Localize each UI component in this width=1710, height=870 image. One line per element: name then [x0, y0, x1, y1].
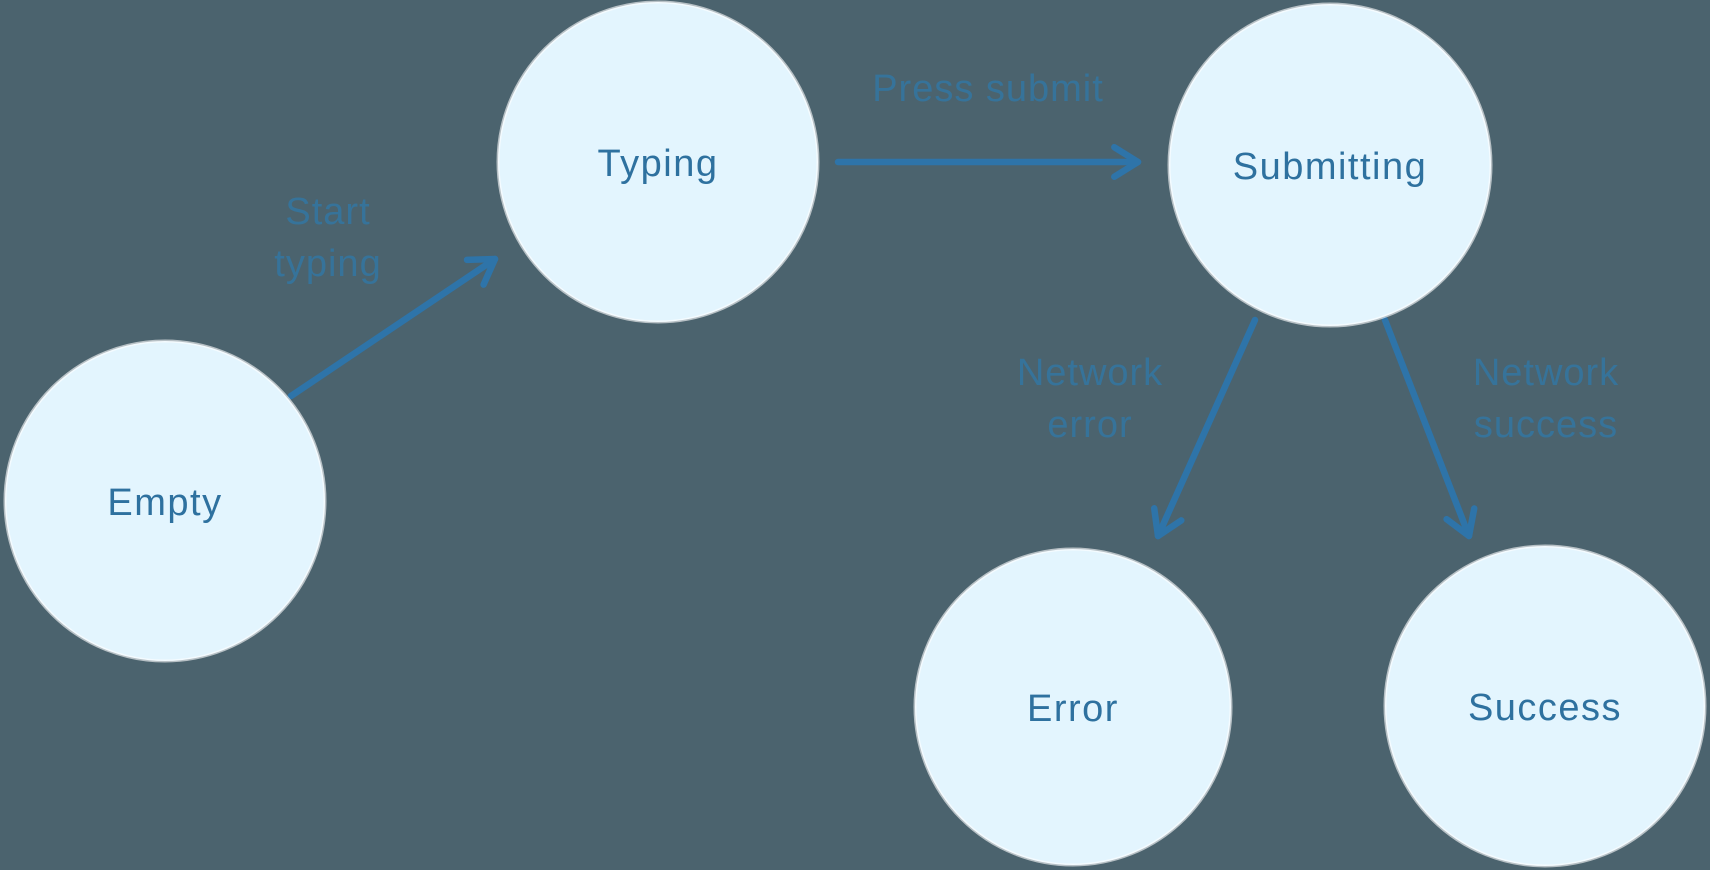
edge-label-line: Start — [285, 191, 370, 233]
edge-line-network-error — [1154, 316, 1259, 540]
edge-label-line: Network — [1473, 352, 1619, 394]
edge-arrowhead-icon-network-error — [1150, 505, 1185, 540]
edge-arrowhead-icon-press-submit — [1111, 143, 1142, 181]
state-node-label-error: Error — [1027, 688, 1119, 730]
edge-label-line: Network — [1017, 352, 1163, 394]
edge-label-network-success: Network success — [1473, 352, 1619, 446]
edge-arrowhead-icon-network-success — [1443, 505, 1478, 540]
edge-line-start-typing — [287, 255, 499, 400]
edge-label-network-error: Network error — [1017, 352, 1163, 446]
state-node-circle-success — [1383, 544, 1707, 868]
edge-label-line: error — [1047, 404, 1132, 446]
state-node-circle-typing — [496, 0, 820, 324]
edge-label-line: success — [1474, 404, 1618, 446]
edge-arrowhead-icon-start-typing — [463, 255, 499, 288]
state-node-label-typing: Typing — [598, 143, 719, 185]
edge-label-start-typing: Start typing — [274, 191, 381, 285]
edge-label-line: Press submit — [872, 68, 1104, 110]
state-node-circle-error — [913, 547, 1233, 867]
state-node-circle-submitting — [1167, 2, 1493, 328]
edge-label-line: typing — [274, 243, 381, 285]
edge-label-press-submit: Press submit — [872, 68, 1104, 110]
edge-line-network-success — [1381, 316, 1473, 540]
state-node-label-empty: Empty — [107, 482, 222, 524]
state-node-circle-empty — [3, 339, 327, 663]
state-node-label-submitting: Submitting — [1233, 146, 1428, 188]
state-node-label-success: Success — [1468, 687, 1622, 729]
